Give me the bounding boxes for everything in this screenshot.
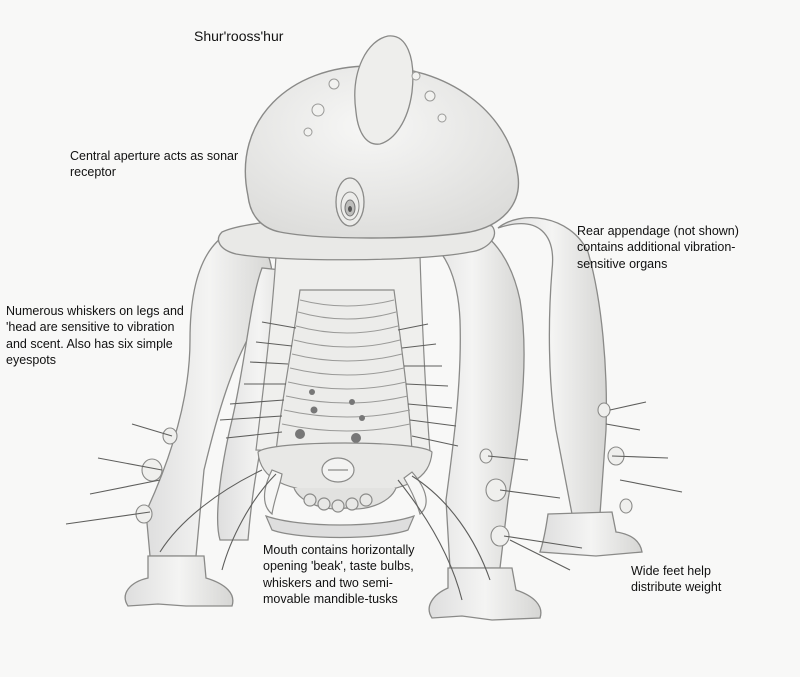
- label-mouth: Mouth contains horizontally opening 'bea…: [263, 543, 415, 606]
- ridged-neck: [275, 289, 413, 453]
- front-right-leg: [417, 225, 525, 569]
- front-right-foot: [428, 567, 542, 621]
- label-sonar-aperture: Central aperture acts as sonar receptor: [70, 149, 239, 180]
- front-left-foot: [124, 555, 234, 607]
- sonar-aperture: [335, 177, 365, 227]
- label-feet: Wide feet help distribute weight: [631, 564, 722, 595]
- mouth: [257, 442, 433, 539]
- label-whiskers: Numerous whiskers on legs and 'head are …: [6, 304, 184, 367]
- dome-head: [244, 35, 520, 239]
- diagram-title: Shur'rooss'hur: [194, 28, 284, 44]
- label-rear-appendage: Rear appendage (not shown) contains addi…: [577, 224, 739, 271]
- right-tusk: [403, 471, 427, 516]
- leg-bulbs: [135, 402, 633, 547]
- rear-right-foot: [539, 511, 643, 557]
- whiskers: [65, 321, 683, 601]
